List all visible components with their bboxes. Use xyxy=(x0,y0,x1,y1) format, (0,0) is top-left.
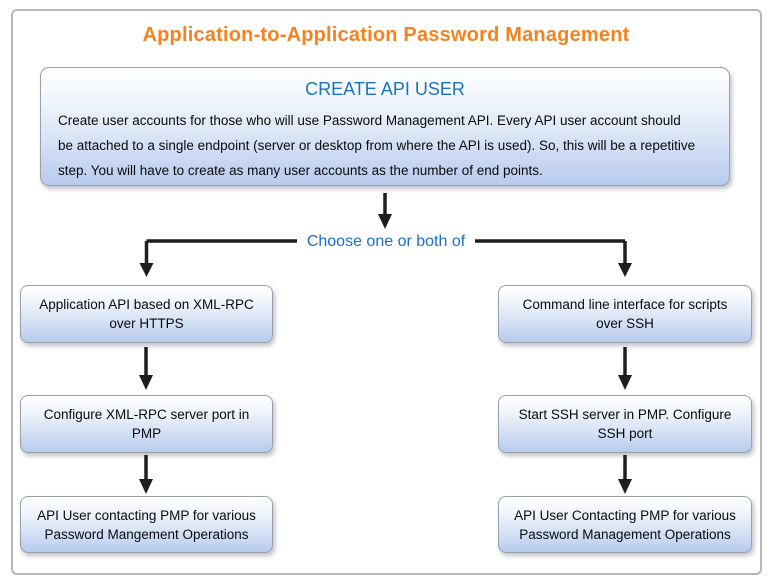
down-arrow xyxy=(618,347,632,390)
branch-label: Choose one or both of xyxy=(296,231,476,252)
down-arrow xyxy=(139,455,153,494)
step-box-xml-rpc-api: Application API based on XML-RPC over HT… xyxy=(20,285,273,343)
description-line: Create user accounts for those who will … xyxy=(58,113,681,128)
step-box-cli-ssh: Command line interface for scripts over … xyxy=(498,285,752,343)
down-arrow xyxy=(139,347,153,390)
create-api-user-heading: CREATE API USER xyxy=(305,79,465,99)
page-title: Application-to-Application Password Mana… xyxy=(142,24,630,46)
step-box-configure-xml-rpc-port: Configure XML-RPC server port in PMP xyxy=(20,395,273,453)
create-api-user-description: Create user accounts for those who will … xyxy=(58,108,712,183)
create-api-user-box: CREATE API USER Create user accounts for… xyxy=(40,67,730,186)
down-arrow xyxy=(378,193,392,229)
step-box-api-user-contacting-xmlrpc: API User contacting PMP for various Pass… xyxy=(20,496,273,553)
branch-label-wrap: Choose one or both of xyxy=(136,231,636,252)
page-border xyxy=(11,9,762,575)
down-arrow xyxy=(618,455,632,494)
description-line: be attached to a single endpoint (server… xyxy=(58,138,696,153)
description-line: step. You will have to create as many us… xyxy=(58,163,543,178)
step-box-start-ssh-server: Start SSH server in PMP. Configure SSH p… xyxy=(498,395,752,453)
step-box-api-user-contacting-ssh: API User Contacting PMP for various Pass… xyxy=(498,496,752,553)
